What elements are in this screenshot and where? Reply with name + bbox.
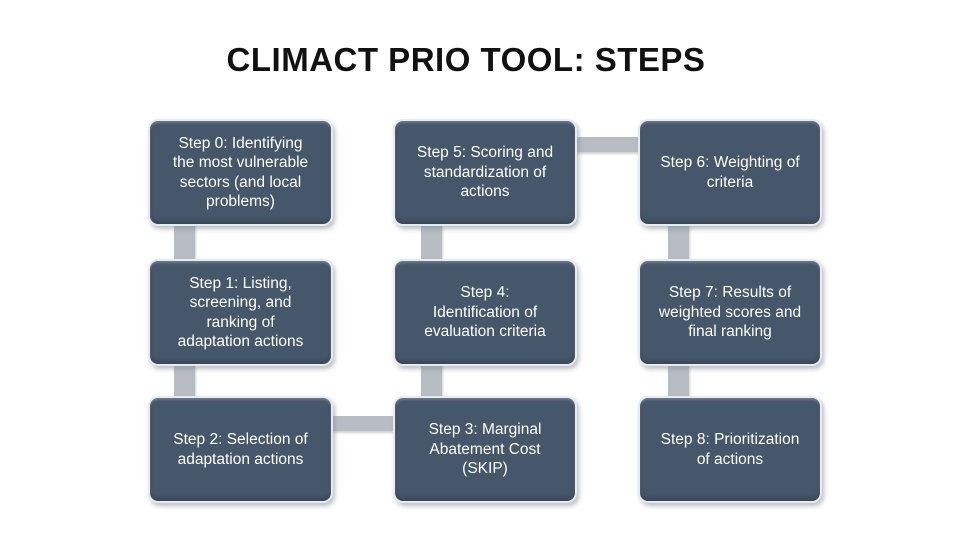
connector-step7-step8 — [668, 361, 689, 401]
step-1-label: Step 1: Listing, screening, and ranking … — [177, 274, 304, 350]
step-3-box: Step 3: Marginal Abatement Cost (SKIP) — [393, 396, 577, 503]
step-8-label: Step 8: Prioritization of actions — [660, 431, 800, 468]
step-0-label: Step 0: Identifying the most vulnerable … — [172, 134, 309, 210]
step-4-box: Step 4: Identification of evaluation cri… — [393, 259, 577, 366]
step-2-label: Step 2: Selection of adaptation actions — [173, 431, 308, 468]
step-5-label: Step 5: Scoring and standardization of a… — [416, 144, 554, 201]
slide-title: CLIMACT PRIO TOOL: STEPS — [226, 41, 706, 78]
step-1-box: Step 1: Listing, screening, and ranking … — [148, 259, 333, 366]
connector-step0-step1 — [174, 221, 195, 264]
connector-step1-step2 — [174, 361, 195, 401]
step-5-box: Step 5: Scoring and standardization of a… — [393, 119, 577, 226]
step-3-label: Step 3: Marginal Abatement Cost (SKIP) — [428, 421, 542, 478]
connector-step4-step5 — [421, 221, 442, 264]
connector-step3-step4 — [421, 361, 442, 401]
connector-step6-step7 — [668, 221, 689, 264]
step-7-box: Step 7: Results of weighted scores and f… — [638, 259, 822, 366]
connector-step2-step3 — [330, 416, 396, 431]
step-0-box: Step 0: Identifying the most vulnerable … — [148, 119, 333, 226]
step-4-label: Step 4: Identification of evaluation cri… — [424, 284, 546, 341]
step-6-label: Step 6: Weighting of criteria — [660, 154, 800, 191]
step-8-box: Step 8: Prioritization of actions — [638, 396, 822, 503]
connector-step5-step6 — [574, 137, 641, 152]
step-2-box: Step 2: Selection of adaptation actions — [148, 396, 333, 503]
step-7-label: Step 7: Results of weighted scores and f… — [658, 284, 802, 341]
step-6-box: Step 6: Weighting of criteria — [638, 119, 822, 226]
